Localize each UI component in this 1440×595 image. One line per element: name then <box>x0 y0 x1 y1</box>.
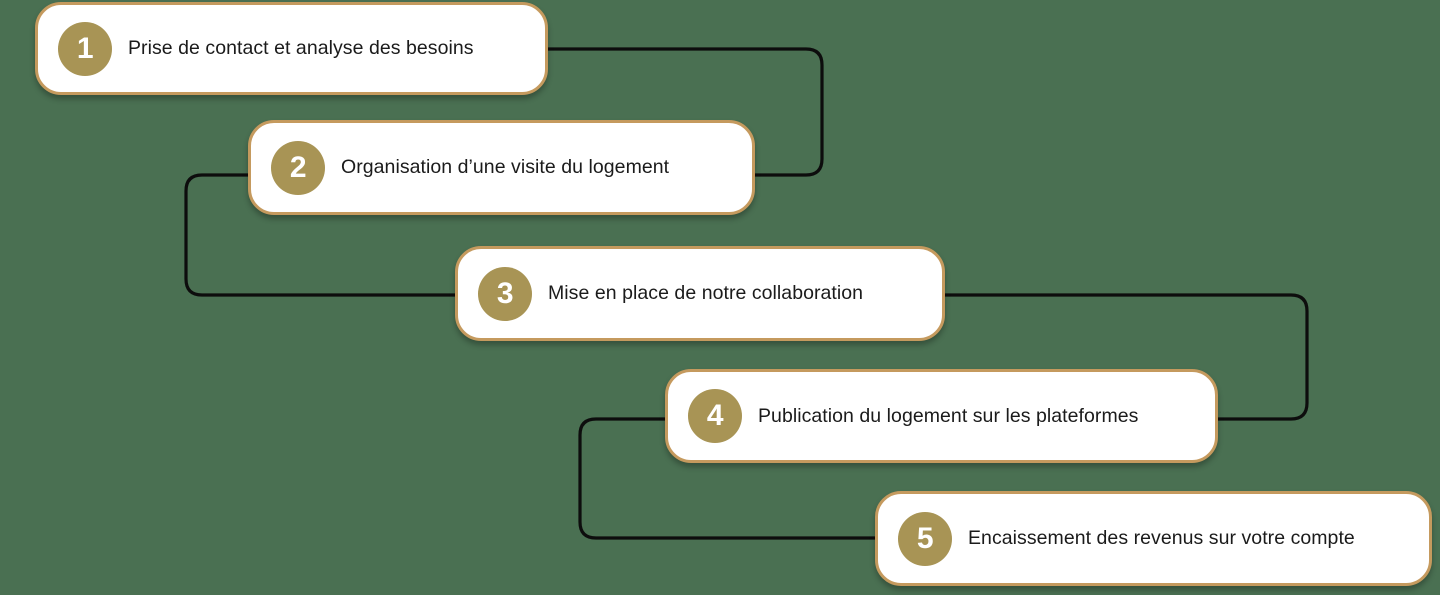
step-number-badge-4: 4 <box>688 389 742 443</box>
step-number-badge-1: 1 <box>58 21 112 76</box>
process-step-1[interactable]: 1 Prise de contact et analyse des besoin… <box>35 2 548 95</box>
step-label-5: Encaissement des revenus sur votre compt… <box>968 527 1355 549</box>
process-step-5[interactable]: 5 Encaissement des revenus sur votre com… <box>875 491 1432 586</box>
process-step-3[interactable]: 3 Mise en place de notre collaboration <box>455 246 945 341</box>
step-label-2: Organisation d’une visite du logement <box>341 156 670 178</box>
step-number-badge-3: 3 <box>478 266 532 321</box>
process-step-4[interactable]: 4 Publication du logement sur les platef… <box>665 369 1218 463</box>
process-step-2[interactable]: 2 Organisation d’une visite du logement <box>248 120 755 215</box>
step-number-badge-2: 2 <box>271 140 325 195</box>
step-label-4: Publication du logement sur les platefor… <box>758 404 1139 427</box>
step-number-badge-5: 5 <box>898 511 952 566</box>
step-label-3: Mise en place de notre collaboration <box>548 282 864 304</box>
step-label-1: Prise de contact et analyse des besoins <box>128 37 474 59</box>
